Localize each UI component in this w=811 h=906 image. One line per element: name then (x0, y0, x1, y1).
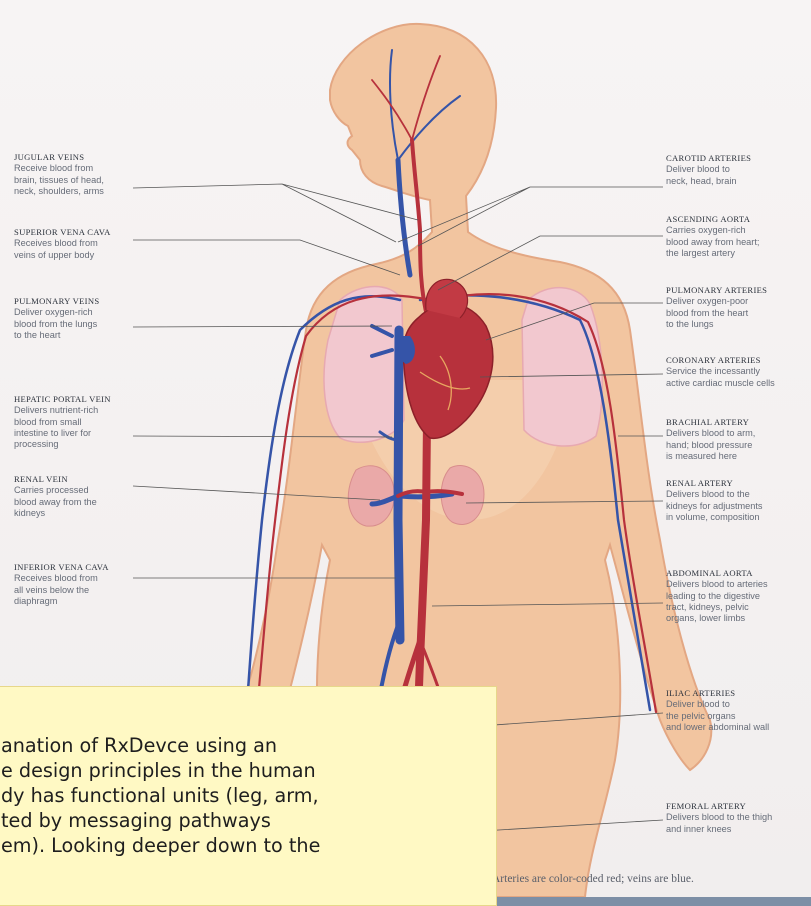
label-pulmonary-veins: PULMONARY VEINS Deliver oxygen-rich bloo… (14, 296, 99, 341)
label-carotid-arteries: CAROTID ARTERIES Deliver blood to neck, … (666, 153, 751, 187)
label-hepatic-portal-vein: HEPATIC PORTAL VEIN Delivers nutrient-ri… (14, 394, 111, 450)
label-abdominal-aorta: ABDOMINAL AORTA Delivers blood to arteri… (666, 568, 768, 624)
label-desc-line: Delivers blood to arm, (666, 428, 755, 439)
label-desc-line: Carries oxygen-rich (666, 225, 759, 236)
label-desc-line: all veins below the (14, 585, 109, 596)
label-desc-line: Deliver oxygen-rich (14, 307, 99, 318)
label-brachial-artery: BRACHIAL ARTERY Delivers blood to arm, h… (666, 417, 755, 462)
label-desc-line: neck, head, brain (666, 176, 751, 187)
label-title: BRACHIAL ARTERY (666, 417, 755, 428)
note-line: anation of RxDevce using an (1, 734, 277, 757)
label-desc-line: and inner knees (666, 824, 772, 835)
label-desc-line: and lower abdominal wall (666, 722, 769, 733)
label-superior-vena-cava: SUPERIOR VENA CAVA Receives blood from v… (14, 227, 111, 261)
label-title: JUGULAR VEINS (14, 152, 104, 163)
label-desc-line: intestine to liver for (14, 428, 111, 439)
note-text: anation of RxDevce using an e design pri… (1, 733, 641, 858)
label-desc-line: leading to the digestive (666, 591, 768, 602)
sticky-note[interactable]: anation of RxDevce using an e design pri… (0, 686, 497, 906)
label-desc-line: Receives blood from (14, 238, 111, 249)
label-renal-vein: RENAL VEIN Carries processed blood away … (14, 474, 97, 519)
label-desc-line: Delivers blood to the thigh (666, 812, 772, 823)
label-title: PULMONARY VEINS (14, 296, 99, 307)
label-desc-line: brain, tissues of head, (14, 175, 104, 186)
label-desc-line: neck, shoulders, arms (14, 186, 104, 197)
label-desc-line: Delivers nutrient-rich (14, 405, 111, 416)
label-desc-line: blood from the lungs (14, 319, 99, 330)
label-desc-line: blood from the heart (666, 308, 767, 319)
label-title: HEPATIC PORTAL VEIN (14, 394, 111, 405)
label-desc-line: kidneys for adjustments (666, 501, 763, 512)
label-jugular-veins: JUGULAR VEINS Receive blood from brain, … (14, 152, 104, 197)
label-title: INFERIOR VENA CAVA (14, 562, 109, 573)
label-title: SUPERIOR VENA CAVA (14, 227, 111, 238)
label-desc-line: the largest artery (666, 248, 759, 259)
label-desc-line: active cardiac muscle cells (666, 378, 775, 389)
label-desc-line: Deliver blood to (666, 164, 751, 175)
label-desc-line: hand; blood pressure (666, 440, 755, 451)
note-line: em). Looking deeper down to the (1, 834, 320, 857)
label-title: ASCENDING AORTA (666, 214, 759, 225)
label-desc-line: Service the incessantly (666, 366, 775, 377)
label-desc-line: blood away from the (14, 497, 97, 508)
label-desc-line: veins of upper body (14, 250, 111, 261)
label-title: CAROTID ARTERIES (666, 153, 751, 164)
label-desc-line: Deliver oxygen-poor (666, 296, 767, 307)
label-iliac-arteries: ILIAC ARTERIES Deliver blood to the pelv… (666, 688, 769, 733)
label-desc-line: Delivers blood to arteries (666, 579, 768, 590)
label-desc-line: to the lungs (666, 319, 767, 330)
label-desc-line: is measured here (666, 451, 755, 462)
label-desc-line: to the heart (14, 330, 99, 341)
label-renal-artery: RENAL ARTERY Delivers blood to the kidne… (666, 478, 763, 523)
label-desc-line: Deliver blood to (666, 699, 769, 710)
label-desc-line: blood away from heart; (666, 237, 759, 248)
label-desc-line: diaphragm (14, 596, 109, 607)
label-pulmonary-arteries: PULMONARY ARTERIES Deliver oxygen-poor b… (666, 285, 767, 330)
label-title: CORONARY ARTERIES (666, 355, 775, 366)
note-line: e design principles in the human (1, 759, 316, 782)
label-title: ABDOMINAL AORTA (666, 568, 768, 579)
label-desc-line: processing (14, 439, 111, 450)
label-title: FEMORAL ARTERY (666, 801, 772, 812)
label-desc-line: Carries processed (14, 485, 97, 496)
label-title: PULMONARY ARTERIES (666, 285, 767, 296)
label-inferior-vena-cava: INFERIOR VENA CAVA Receives blood from a… (14, 562, 109, 607)
figure-caption: Arteries are color-coded red; veins are … (492, 873, 694, 885)
label-desc-line: Receives blood from (14, 573, 109, 584)
label-desc-line: blood from small (14, 417, 111, 428)
label-title: RENAL ARTERY (666, 478, 763, 489)
label-desc-line: Receive blood from (14, 163, 104, 174)
label-coronary-arteries: CORONARY ARTERIES Service the incessantl… (666, 355, 775, 389)
label-desc-line: organs, lower limbs (666, 613, 768, 624)
label-desc-line: tract, kidneys, pelvic (666, 602, 768, 613)
label-title: ILIAC ARTERIES (666, 688, 769, 699)
note-line: dy has functional units (leg, arm, (1, 784, 319, 807)
label-desc-line: in volume, composition (666, 512, 763, 523)
label-ascending-aorta: ASCENDING AORTA Carries oxygen-rich bloo… (666, 214, 759, 259)
label-femoral-artery: FEMORAL ARTERY Delivers blood to the thi… (666, 801, 772, 835)
label-desc-line: Delivers blood to the (666, 489, 763, 500)
label-desc-line: the pelvic organs (666, 711, 769, 722)
label-title: RENAL VEIN (14, 474, 97, 485)
label-desc-line: kidneys (14, 508, 97, 519)
note-line: ted by messaging pathways (1, 809, 271, 832)
